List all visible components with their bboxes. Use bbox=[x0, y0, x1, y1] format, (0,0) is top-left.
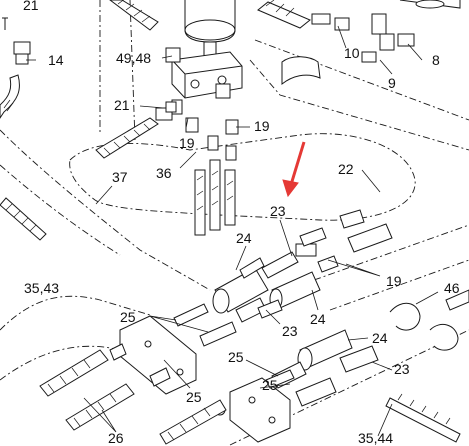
callout-24-right: 24 bbox=[372, 330, 388, 346]
callout-25-a: 25 bbox=[120, 309, 136, 325]
callout-26: 26 bbox=[108, 430, 124, 446]
hose-assembly-26 bbox=[39, 343, 227, 445]
callout-19-c: 19 bbox=[386, 273, 402, 289]
mounting-plate-right bbox=[214, 369, 295, 443]
callout-14: 14 bbox=[48, 52, 64, 68]
callout-49-48: 49,48 bbox=[116, 50, 151, 66]
callout-19-b: 19 bbox=[254, 118, 270, 134]
leader-lines bbox=[26, 25, 439, 437]
hose-assembly-top bbox=[109, 0, 159, 31]
callout-8: 8 bbox=[432, 52, 440, 68]
hose-35-43 bbox=[0, 197, 47, 241]
mounting-plate-left bbox=[119, 303, 237, 395]
hose-bundle-36 bbox=[185, 117, 239, 236]
callout-21-mid: 21 bbox=[114, 97, 130, 113]
callout-10: 10 bbox=[344, 45, 360, 61]
callout-19-a: 19 bbox=[179, 135, 195, 151]
callout-25-d: 25 bbox=[262, 377, 278, 393]
quick-coupler-set-upper bbox=[212, 209, 393, 323]
callout-35-44-bottom: 35,44 bbox=[358, 430, 393, 446]
callout-23-right: 23 bbox=[394, 361, 410, 377]
hose-fitting-14 bbox=[0, 17, 31, 119]
callout-36: 36 bbox=[156, 165, 172, 181]
hose-assembly-21 bbox=[95, 101, 177, 159]
callout-9: 9 bbox=[388, 75, 396, 91]
callout-25-c: 25 bbox=[228, 349, 244, 365]
callout-labels: 21 14 49,48 10 8 9 21 19 19 36 37 22 23 … bbox=[23, 0, 460, 446]
fittings-top-right bbox=[257, 0, 461, 86]
callout-23-top: 23 bbox=[270, 203, 286, 219]
callout-24-mid: 24 bbox=[310, 311, 326, 327]
highlight-arrow bbox=[282, 141, 306, 198]
callout-25-b: 25 bbox=[186, 389, 202, 405]
callout-22: 22 bbox=[338, 161, 354, 177]
callout-46: 46 bbox=[444, 280, 460, 296]
callout-23-mid: 23 bbox=[282, 323, 298, 339]
callout-37: 37 bbox=[112, 169, 128, 185]
callout-35-43-left: 35,43 bbox=[24, 280, 59, 296]
callout-21-top: 21 bbox=[23, 0, 39, 13]
quick-coupler-set-lower bbox=[271, 289, 469, 443]
callout-24-left: 24 bbox=[236, 230, 252, 246]
valve-block-assembly bbox=[165, 0, 243, 115]
